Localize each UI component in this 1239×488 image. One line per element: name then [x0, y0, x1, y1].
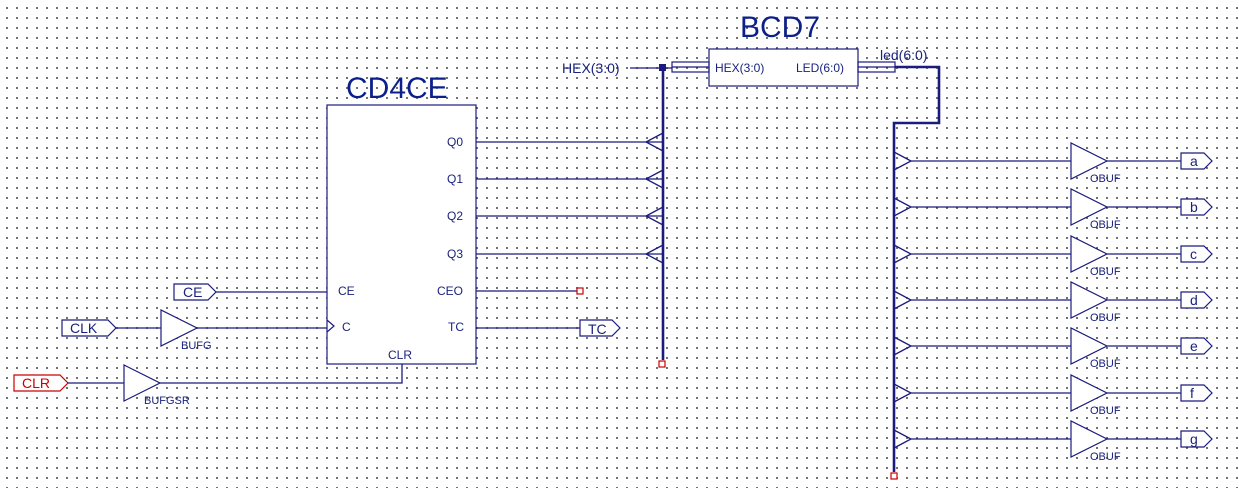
- bufg-buffer[interactable]: BUFG: [160, 309, 212, 352]
- pin-ce: CE: [338, 284, 355, 298]
- ce-input-port[interactable]: CE: [173, 283, 217, 301]
- segment-output-c[interactable]: OBUF c: [893, 235, 1213, 278]
- output-port[interactable]: [1180, 430, 1213, 448]
- clr-port-label: CLR: [22, 375, 50, 391]
- pin-q2: Q2: [447, 209, 463, 223]
- output-port-label: b: [1190, 199, 1198, 215]
- output-port-label: d: [1190, 292, 1198, 308]
- led-bus-label: led(6:0): [880, 47, 927, 63]
- output-port-label: g: [1190, 431, 1198, 447]
- pin-q3: Q3: [447, 247, 463, 261]
- bus-tap: [893, 336, 913, 356]
- segment-output-d[interactable]: OBUF d: [893, 281, 1213, 324]
- segment-output-e[interactable]: OBUF e: [893, 327, 1213, 370]
- obuf-buffer[interactable]: [1070, 188, 1109, 226]
- led-bus[interactable]: led(6:0): [880, 47, 941, 480]
- obuf-buffer[interactable]: [1070, 327, 1109, 365]
- obuf-buffer[interactable]: [1070, 374, 1109, 412]
- bus-tap: [893, 197, 913, 217]
- obuf-buffer[interactable]: [1070, 235, 1109, 273]
- hex-bus[interactable]: HEX(3:0): [476, 60, 672, 368]
- bcd7-body[interactable]: [708, 48, 859, 87]
- output-port[interactable]: [1180, 337, 1213, 355]
- pin-tc: TC: [448, 320, 464, 334]
- bus-tap: [893, 429, 913, 449]
- output-port-label: c: [1190, 246, 1197, 262]
- bus-end-marker: [658, 360, 666, 368]
- output-port[interactable]: [1180, 198, 1213, 216]
- obuf-label: OBUF: [1090, 358, 1121, 370]
- obuf-label: OBUF: [1090, 405, 1121, 417]
- ceo-unconnected-marker: [576, 287, 584, 295]
- output-port[interactable]: [1180, 152, 1213, 170]
- bus-junction: [659, 64, 666, 71]
- output-port[interactable]: [1180, 291, 1213, 309]
- clk-port-label: CLK: [70, 320, 98, 336]
- output-port-label: a: [1190, 153, 1198, 169]
- clk-input-port[interactable]: CLK: [61, 319, 117, 337]
- ce-port-label: CE: [183, 284, 202, 300]
- obuf-buffer[interactable]: [1070, 142, 1109, 180]
- obuf-buffer[interactable]: [1070, 281, 1109, 319]
- bus-tap: [893, 151, 913, 171]
- bcd7-title: BCD7: [740, 11, 820, 44]
- obuf-label: OBUF: [1090, 219, 1121, 231]
- tc-port-label: TC: [588, 321, 607, 337]
- cd4ce-counter-symbol[interactable]: CD4CE Q0 Q1 Q2 Q3 CEO TC CE C CLR: [326, 72, 477, 365]
- obuf-label: OBUF: [1090, 451, 1121, 463]
- pin-hex: HEX(3:0): [715, 61, 764, 75]
- segment-output-g[interactable]: OBUF g: [893, 420, 1213, 463]
- clock-edge-marker: [326, 319, 335, 333]
- obuf-label: OBUF: [1090, 266, 1121, 278]
- cd4ce-title: CD4CE: [346, 72, 448, 105]
- cd4ce-body[interactable]: [326, 104, 477, 365]
- bus-tap: [893, 290, 913, 310]
- obuf-label: OBUF: [1090, 173, 1121, 185]
- pin-q1: Q1: [447, 172, 463, 186]
- led-bus-end-marker: [890, 472, 898, 480]
- segment-output-a[interactable]: OBUF a: [893, 142, 1213, 185]
- segment-output-b[interactable]: OBUF b: [893, 188, 1213, 231]
- bus-tap: [893, 383, 913, 403]
- pin-ceo: CEO: [437, 284, 463, 298]
- pin-clr: CLR: [388, 348, 412, 362]
- output-port[interactable]: [1180, 384, 1213, 402]
- obuf-buffer[interactable]: [1070, 420, 1109, 458]
- pin-led: LED(6:0): [796, 61, 844, 75]
- bus-tap: [893, 244, 913, 264]
- obuf-label: OBUF: [1090, 312, 1121, 324]
- segment-output-f[interactable]: OBUF f: [893, 374, 1213, 417]
- clr-input-port[interactable]: CLR: [13, 374, 69, 392]
- bufgsr-label: BUFGSR: [144, 395, 190, 407]
- output-port[interactable]: [1180, 245, 1213, 263]
- pin-q0: Q0: [447, 135, 463, 149]
- bufgsr-buffer[interactable]: BUFGSR: [123, 364, 190, 407]
- bufg-label: BUFG: [181, 340, 212, 352]
- pin-c: C: [342, 320, 351, 334]
- output-port-label: f: [1190, 385, 1194, 401]
- tc-output-port[interactable]: TC: [579, 319, 621, 337]
- output-port-label: e: [1190, 338, 1198, 354]
- hex-bus-label: HEX(3:0): [562, 60, 620, 76]
- bcd7-decoder-symbol[interactable]: BCD7 HEX(3:0) LED(6:0): [671, 11, 896, 87]
